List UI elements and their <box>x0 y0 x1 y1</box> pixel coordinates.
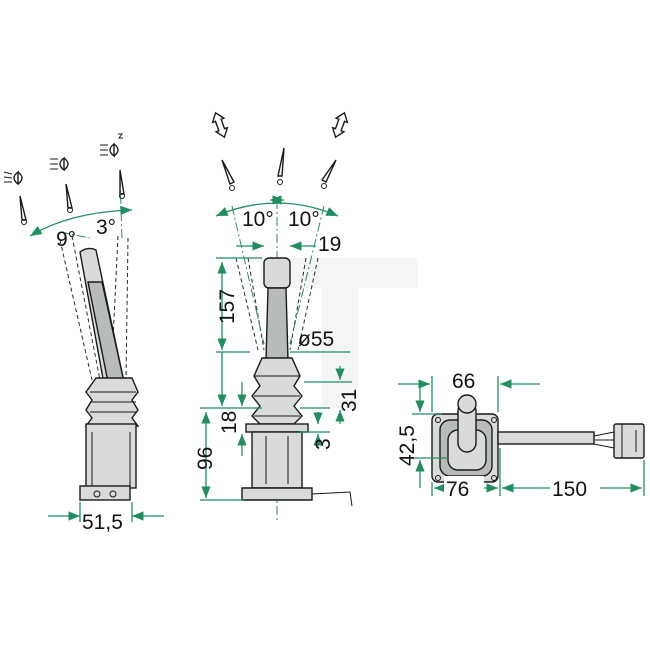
cable <box>497 431 595 445</box>
rubber-boot <box>251 357 303 425</box>
grip <box>263 257 291 289</box>
headlight-low-icon <box>3 170 23 186</box>
dim-lever-height: 157 <box>216 289 239 324</box>
dim-tilt-forward: 3° <box>96 216 116 239</box>
dim-boot-diameter: ø55 <box>298 328 334 351</box>
housing <box>251 431 303 489</box>
dim-flange-height: 18 <box>218 411 241 434</box>
headlight-flash-icon <box>100 133 123 158</box>
dim-housing-height: 96 <box>194 447 217 470</box>
headlight-high-icon <box>50 156 69 172</box>
dim-top-height: 42,5 <box>396 425 419 466</box>
double-arrow-icon <box>211 111 349 139</box>
front-view: 10° 10° 19 157 ø55 31 18 3 <box>194 111 361 520</box>
side-view: 9° 3° 51,5 <box>3 133 164 534</box>
connector <box>613 423 645 459</box>
dim-top-base-width: 76 <box>446 478 469 501</box>
dim-side-angle-right: 10° <box>288 208 320 231</box>
dim-cable-length: 150 <box>552 478 587 501</box>
top-view: 66 42,5 76 150 <box>396 370 645 501</box>
dim-top-outer-width: 66 <box>452 370 475 393</box>
base-plate <box>241 487 313 501</box>
housing <box>85 423 137 489</box>
dim-flange-thickness: 3 <box>312 438 335 450</box>
lever-shaft <box>265 287 289 361</box>
horn-icon <box>221 147 337 191</box>
dim-base-width: 51,5 <box>82 511 123 534</box>
base-plate <box>79 485 131 501</box>
dim-grip-width: 19 <box>318 233 341 256</box>
dim-side-angle-left: 10° <box>242 208 274 231</box>
flange <box>245 423 309 433</box>
dim-boot-height: 31 <box>338 389 361 412</box>
dim-tilt-back: 9° <box>56 228 76 251</box>
